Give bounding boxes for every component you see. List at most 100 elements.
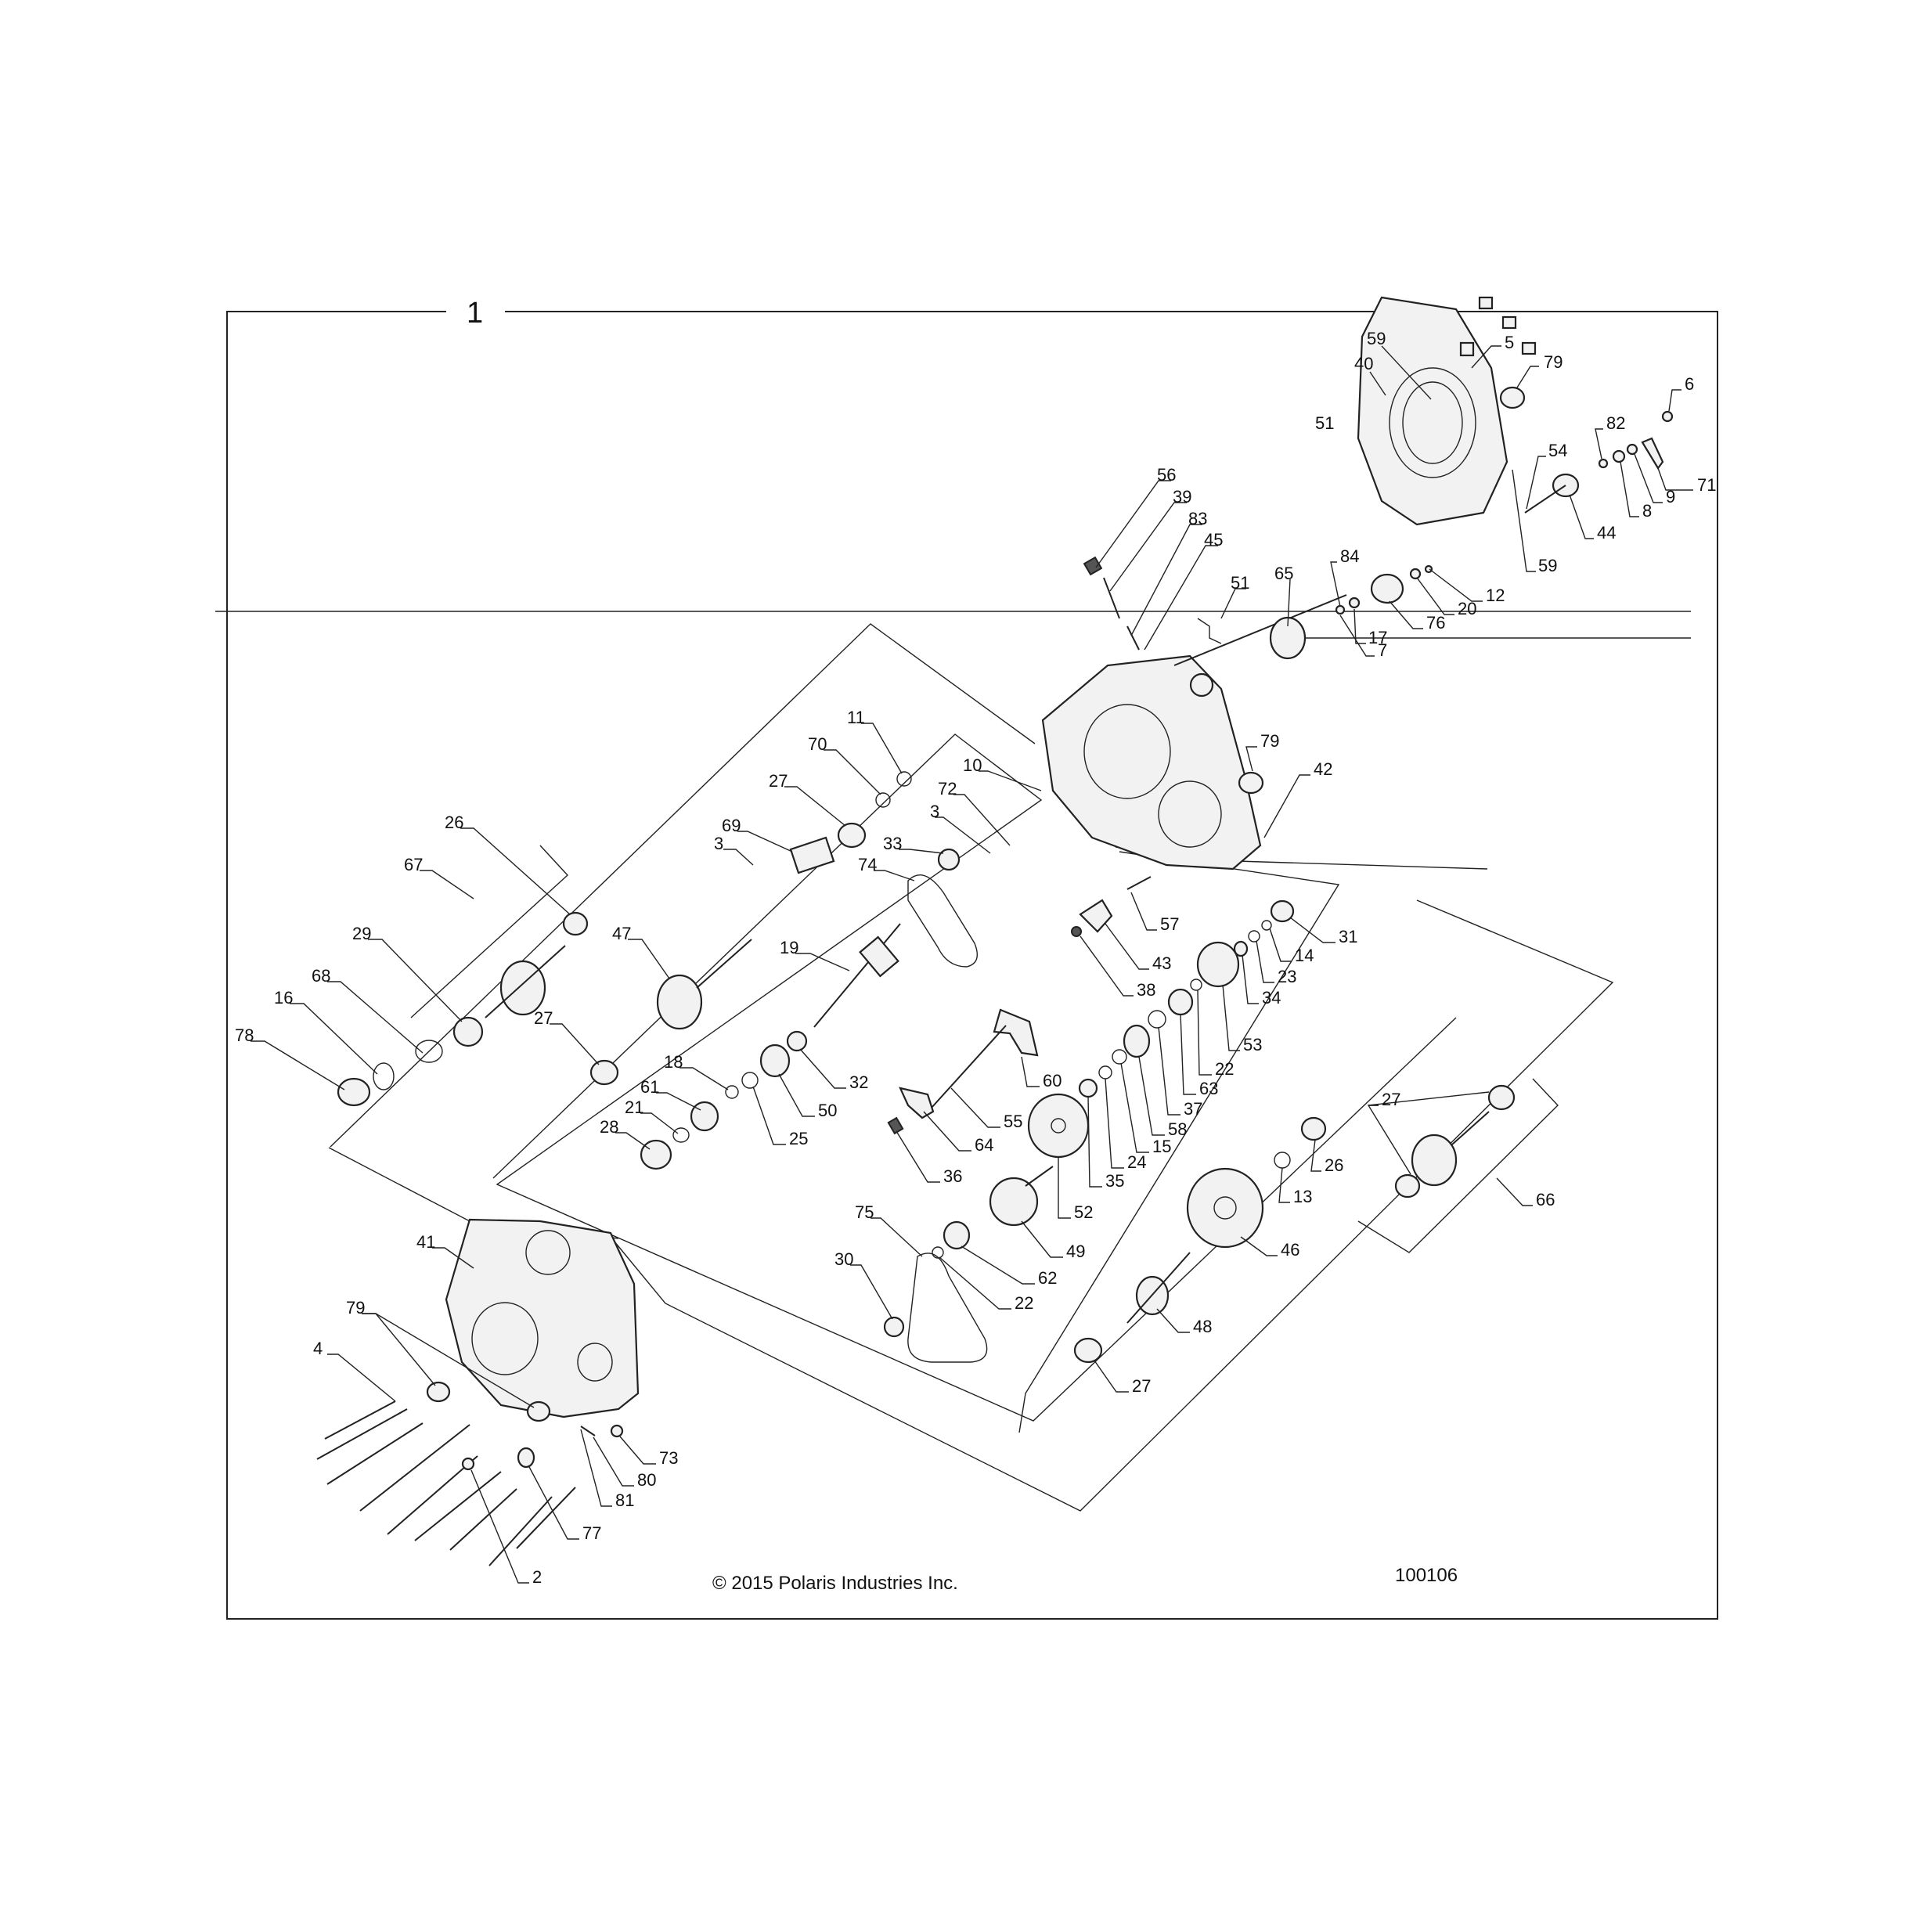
- copyright-text: © 2015 Polaris Industries Inc.: [712, 1573, 958, 1594]
- callout-c51b: 51: [1231, 573, 1249, 593]
- callout-c16: 16: [274, 988, 293, 1007]
- right-cover-bore-inner: [1402, 381, 1463, 464]
- seal-79-top: [1499, 386, 1526, 409]
- callout-c18: 18: [664, 1052, 683, 1072]
- washer-9: [1626, 443, 1638, 456]
- callout-c43: 43: [1152, 953, 1171, 973]
- bracket-66: [1357, 1078, 1559, 1253]
- washer-22-upper: [1190, 979, 1202, 991]
- figure-id: 100106: [1395, 1565, 1458, 1586]
- callout-c12: 12: [1486, 586, 1505, 605]
- nut-6: [1661, 410, 1674, 423]
- callout-c47: 47: [612, 924, 631, 943]
- main-case-bore-2: [1158, 780, 1222, 848]
- callout-c9: 9: [1666, 487, 1675, 506]
- assembly-frame: [226, 311, 1718, 1620]
- callout-c76: 76: [1426, 613, 1445, 633]
- pin-83: [1126, 625, 1140, 651]
- bearing-27-upper: [837, 822, 867, 849]
- callout-c80: 80: [637, 1470, 656, 1490]
- callout-c84: 84: [1340, 546, 1359, 566]
- bearing-27-left: [589, 1059, 619, 1086]
- bearing-30: [883, 1316, 905, 1338]
- seal-79-left-2: [526, 1400, 551, 1422]
- callout-c65: 65: [1274, 564, 1293, 583]
- right-cover-bolts: [1459, 296, 1537, 357]
- main-case-boss: [1189, 672, 1214, 697]
- cam-76: [1370, 573, 1404, 604]
- ring-21: [672, 1127, 690, 1143]
- plug-73: [610, 1424, 624, 1438]
- bearing-33: [937, 848, 961, 871]
- gear-61: [690, 1101, 719, 1132]
- seal-78: [337, 1077, 371, 1107]
- callout-c77: 77: [582, 1523, 601, 1543]
- shaft-49: [1025, 1166, 1054, 1187]
- pin-57: [1126, 876, 1152, 890]
- callout-c62: 62: [1038, 1268, 1057, 1288]
- callout-c75: 75: [855, 1202, 874, 1222]
- callout-c35: 35: [1105, 1171, 1124, 1191]
- sensor-77: [517, 1447, 535, 1469]
- callout-c72: 72: [938, 779, 957, 798]
- detent-56: [1083, 556, 1103, 576]
- gear-46: [1186, 1167, 1264, 1249]
- right-cover-bore: [1389, 367, 1476, 478]
- plate-69: [789, 836, 835, 874]
- callout-c36: 36: [943, 1166, 962, 1186]
- callout-c23: 23: [1278, 967, 1296, 986]
- snap-ring-16: [373, 1062, 395, 1090]
- snap-ring-68: [415, 1040, 443, 1063]
- gear-62: [943, 1220, 971, 1250]
- callout-c79a: 79: [1544, 352, 1563, 372]
- bearing-26-left: [562, 911, 589, 936]
- callout-c27a: 27: [769, 771, 788, 791]
- callout-c2: 2: [532, 1567, 542, 1587]
- callout-c53: 53: [1243, 1035, 1262, 1054]
- group-outline-bottom: [610, 899, 1614, 1512]
- leader-lines: [251, 345, 1693, 1584]
- gear-58: [1123, 1024, 1151, 1058]
- shift-fork-64: [899, 1087, 935, 1119]
- main-shaft-spline: [859, 935, 899, 978]
- bearing-27-lower: [1073, 1337, 1103, 1364]
- callout-c45: 45: [1204, 530, 1223, 550]
- ring-25: [741, 1072, 759, 1089]
- callout-c49: 49: [1066, 1242, 1085, 1261]
- wire-51: [1197, 618, 1222, 644]
- callout-c82: 82: [1606, 413, 1625, 433]
- bolt-38: [1071, 926, 1082, 937]
- callout-c44: 44: [1597, 523, 1616, 542]
- left-case-bore-1: [471, 1302, 539, 1375]
- callout-c52: 52: [1074, 1202, 1093, 1222]
- callout-c58: 58: [1168, 1119, 1187, 1139]
- callout-c33: 33: [883, 834, 902, 853]
- callout-c30: 30: [834, 1249, 853, 1269]
- callout-c83: 83: [1188, 509, 1207, 528]
- ring-70: [875, 792, 891, 808]
- callout-c25: 25: [789, 1129, 808, 1148]
- shaft-66: [1451, 1111, 1490, 1145]
- bearing-29: [452, 1016, 484, 1047]
- callout-c71: 71: [1697, 475, 1716, 495]
- callout-c32: 32: [849, 1072, 868, 1092]
- callout-c40: 40: [1354, 354, 1373, 373]
- callout-c64: 64: [975, 1135, 993, 1155]
- callout-c4: 4: [313, 1339, 323, 1358]
- callout-c8: 8: [1642, 501, 1652, 521]
- callout-c24: 24: [1127, 1152, 1146, 1172]
- gear-34: [1233, 940, 1249, 957]
- ring-37: [1148, 1010, 1166, 1029]
- shaft-48: [1126, 1252, 1191, 1324]
- bearing-31: [1270, 899, 1295, 923]
- seal-79-left-1: [426, 1381, 451, 1403]
- bearing-28: [640, 1139, 672, 1170]
- callout-c79c: 79: [346, 1298, 365, 1317]
- callout-c48: 48: [1193, 1317, 1212, 1336]
- callout-c10: 10: [963, 755, 982, 775]
- callout-c41: 41: [416, 1232, 435, 1252]
- callout-c42: 42: [1314, 759, 1332, 779]
- callout-c6: 6: [1685, 374, 1694, 394]
- group-outline-center: [492, 734, 1457, 1422]
